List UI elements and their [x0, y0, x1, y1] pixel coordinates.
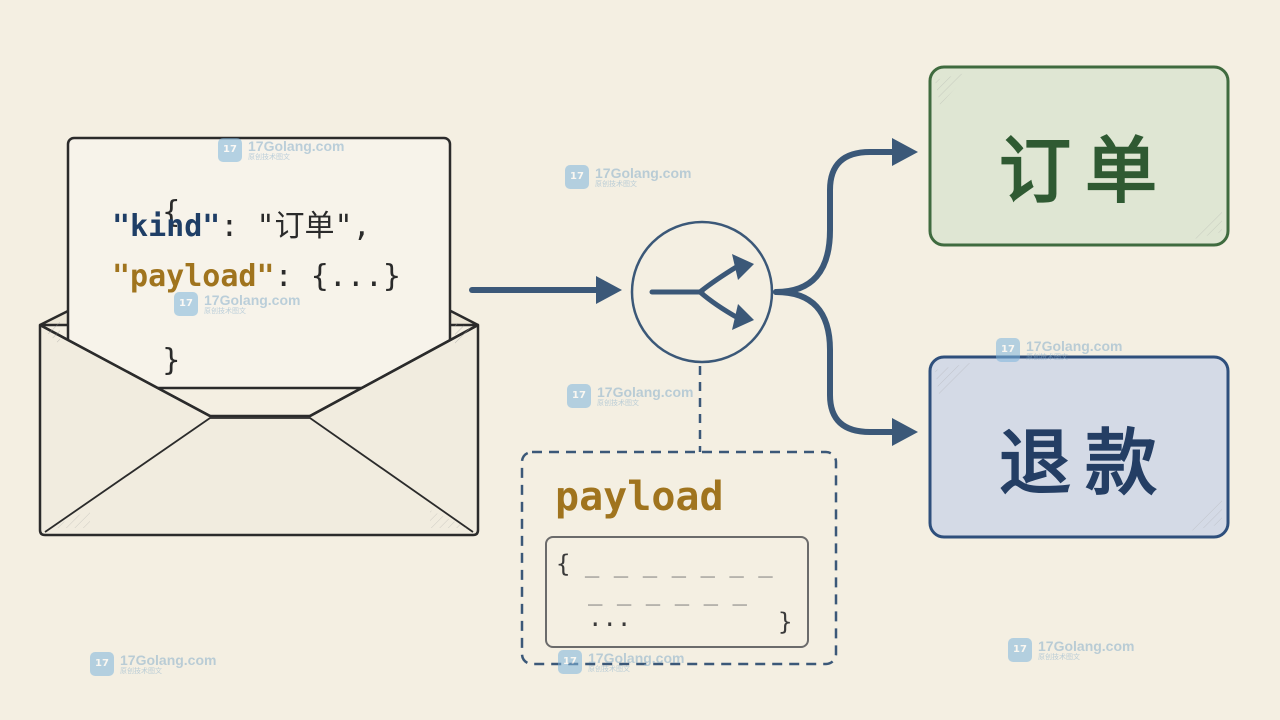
watermark-sub: 原创技术图文	[597, 399, 639, 407]
payload-inner-frame	[545, 536, 809, 648]
watermark-text: 17Golang.com	[1038, 638, 1135, 654]
json-close-brace-text: }	[162, 343, 181, 378]
watermark-logo-icon: 17	[996, 338, 1020, 362]
json-kind-separator: :	[220, 209, 257, 244]
watermark-logo-icon: 17	[174, 292, 198, 316]
watermark-text: 17Golang.com	[248, 138, 345, 154]
watermark-logo-icon: 17	[567, 384, 591, 408]
payload-line-3-dots: ...	[588, 604, 632, 632]
watermark-sub: 原创技术图文	[1038, 653, 1080, 661]
watermark-sub: 原创技术图文	[204, 307, 246, 315]
watermark-sub: 原创技术图文	[120, 667, 162, 675]
payload-title: payload	[555, 474, 724, 520]
json-kind-line: "kind": "订单",	[112, 210, 371, 244]
order-label: 订单	[998, 129, 1171, 213]
payload-line-1: { _ _ _ _ _ _ _	[556, 550, 773, 578]
watermark-text: 17Golang.com	[588, 650, 685, 666]
json-kind-key: "kind"	[112, 209, 221, 244]
payload-close-brace: }	[778, 608, 793, 636]
watermark-logo-icon: 17	[90, 652, 114, 676]
refund-box	[928, 355, 1230, 539]
watermark-logo-icon: 17	[1008, 638, 1032, 662]
split-arrow-icon	[649, 254, 754, 330]
watermark-sub: 原创技术图文	[588, 665, 630, 673]
order-box	[928, 65, 1230, 247]
payload-open-brace: {	[556, 550, 585, 578]
watermark-sub: 原创技术图文	[595, 180, 637, 188]
json-close-brace: }	[90, 310, 180, 412]
watermark-logo-icon: 17	[565, 165, 589, 189]
json-kind-value: "订单",	[256, 209, 371, 244]
payload-panel-frame	[520, 450, 838, 666]
json-payload-separator: :	[274, 259, 311, 294]
watermark-text: 17Golang.com	[1026, 338, 1123, 354]
json-open-brace: {	[90, 162, 180, 264]
payload-line-1-dashes: _ _ _ _ _ _ _	[584, 550, 773, 578]
watermark-logo-icon: 17	[558, 650, 582, 674]
watermark-text: 17Golang.com	[204, 292, 301, 308]
watermark-sub: 原创技术图文	[248, 153, 290, 161]
router-node	[630, 220, 774, 364]
json-open-brace-text: {	[162, 195, 181, 230]
json-payload-value: {...}	[310, 259, 401, 294]
watermark-text: 17Golang.com	[597, 384, 694, 400]
envelope-front	[38, 322, 480, 537]
letter-sheet	[66, 136, 452, 390]
arrow-to-router	[469, 276, 622, 304]
refund-label: 退款	[998, 421, 1171, 505]
watermark-sub: 原创技术图文	[1026, 353, 1068, 361]
branch-arrows	[773, 138, 918, 446]
watermark-text: 17Golang.com	[595, 165, 692, 181]
json-payload-line: "payload": {...}	[112, 260, 401, 294]
json-payload-key: "payload"	[112, 259, 275, 294]
payload-line-2: _ _ _ _ _ _	[588, 578, 747, 606]
watermark-text: 17Golang.com	[120, 652, 217, 668]
watermark-logo-icon: 17	[218, 138, 242, 162]
